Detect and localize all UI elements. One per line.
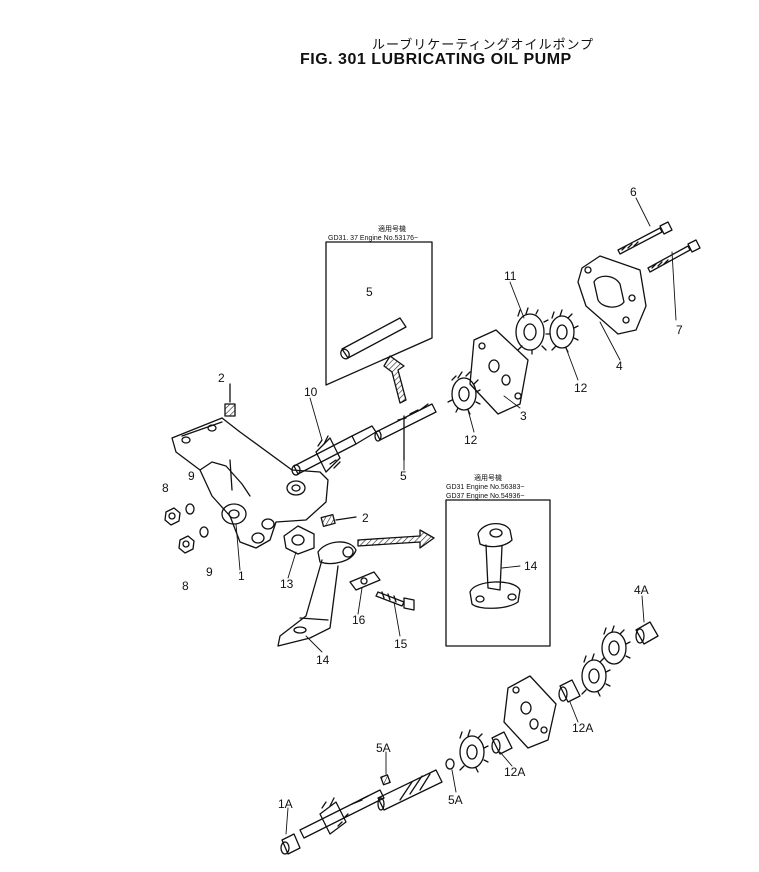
label-5A-right: 5A	[448, 793, 463, 807]
label-12A-left: 12A	[504, 765, 525, 779]
nut-part-8-lower	[178, 535, 195, 554]
label-5-inset: 5	[366, 285, 373, 299]
bolt-part-7	[647, 239, 701, 273]
gear-part-lower-right-1	[581, 653, 611, 697]
label-1: 1	[238, 569, 245, 583]
cover-plate-lower	[503, 675, 557, 749]
label-2-right: 2	[362, 511, 369, 525]
cover-plate-part-3	[469, 329, 529, 415]
inset-top-engine-no: GD31. 37 Engine No.53176~	[328, 235, 418, 242]
bolt-part-15	[375, 591, 415, 611]
label-13: 13	[280, 577, 294, 591]
washer-part-9-upper	[185, 503, 195, 515]
inset-arrow-top	[383, 355, 407, 404]
label-5: 5	[400, 469, 407, 483]
label-16: 16	[352, 613, 366, 627]
strainer-part-14	[277, 541, 357, 647]
shaft-part-5-lower	[377, 769, 443, 811]
label-1A: 1A	[278, 797, 293, 811]
shaft-part-5	[374, 403, 437, 461]
label-14-inset: 14	[524, 559, 538, 573]
bolt-part-6	[617, 221, 673, 255]
key-part-5A-right	[445, 758, 455, 770]
figure-title-japanese: ルーブリケーティングオイルポンプ	[372, 38, 595, 53]
gear-part-12-left	[447, 371, 481, 415]
bushing-part-12A-right	[558, 679, 581, 703]
inset-arrow-bottom	[357, 529, 435, 549]
drive-gear-assembly-A	[299, 789, 385, 839]
label-9-upper: 9	[188, 469, 195, 483]
label-6: 6	[630, 185, 637, 199]
plug-part-2-right	[320, 513, 357, 528]
drive-gear-part-10	[291, 425, 377, 476]
label-12A-right: 12A	[572, 721, 593, 735]
gear-part-11	[515, 307, 551, 355]
pump-body-part-1	[171, 417, 329, 549]
gasket-part-13	[283, 525, 315, 555]
pump-cover-part-4	[577, 255, 647, 335]
label-14: 14	[316, 653, 330, 667]
label-5A-left: 5A	[376, 741, 391, 755]
nut-part-8-upper	[164, 507, 181, 526]
gear-part-lower-left	[459, 729, 489, 773]
gear-part-lower-right-2	[601, 625, 631, 665]
label-9-lower: 9	[206, 565, 213, 579]
plate-part-16	[349, 571, 381, 591]
label-7: 7	[676, 323, 683, 337]
washer-part-9-lower	[199, 526, 209, 538]
label-4A: 4A	[634, 583, 649, 597]
label-12-right: 12	[574, 381, 588, 395]
inset-bottom-heading: 適用号機	[474, 473, 502, 482]
label-3: 3	[520, 409, 527, 423]
inset-bottom-engine-no-1: GD31 Engine No.56383~	[446, 484, 524, 491]
figure-title: FIG. 301 LUBRICATING OIL PUMP	[300, 51, 572, 68]
label-15: 15	[394, 637, 408, 651]
collar-part-4A	[635, 621, 659, 645]
gear-part-12-right	[549, 309, 579, 353]
inset-bottom-box	[357, 499, 551, 647]
label-4: 4	[616, 359, 623, 373]
strainer-part-14-inset	[469, 523, 521, 609]
shaft-part-5-inset	[340, 317, 407, 360]
label-11: 11	[504, 269, 517, 283]
collar-part-1A	[280, 833, 301, 855]
bushing-part-12A-left	[491, 731, 513, 755]
inset-top-heading: 適用号機	[378, 224, 406, 233]
key-part-5A-left	[380, 774, 391, 786]
label-10: 10	[304, 385, 318, 399]
label-8-upper: 8	[162, 481, 169, 495]
inset-bottom-engine-no-2: GD37 Engine No.54936~	[446, 493, 524, 500]
leader-lines	[235, 197, 677, 835]
plug-part-2-top	[224, 383, 236, 417]
inset-top-box	[325, 241, 433, 404]
label-12-left: 12	[464, 433, 478, 447]
label-2-top: 2	[218, 371, 225, 385]
label-8-lower: 8	[182, 579, 189, 593]
